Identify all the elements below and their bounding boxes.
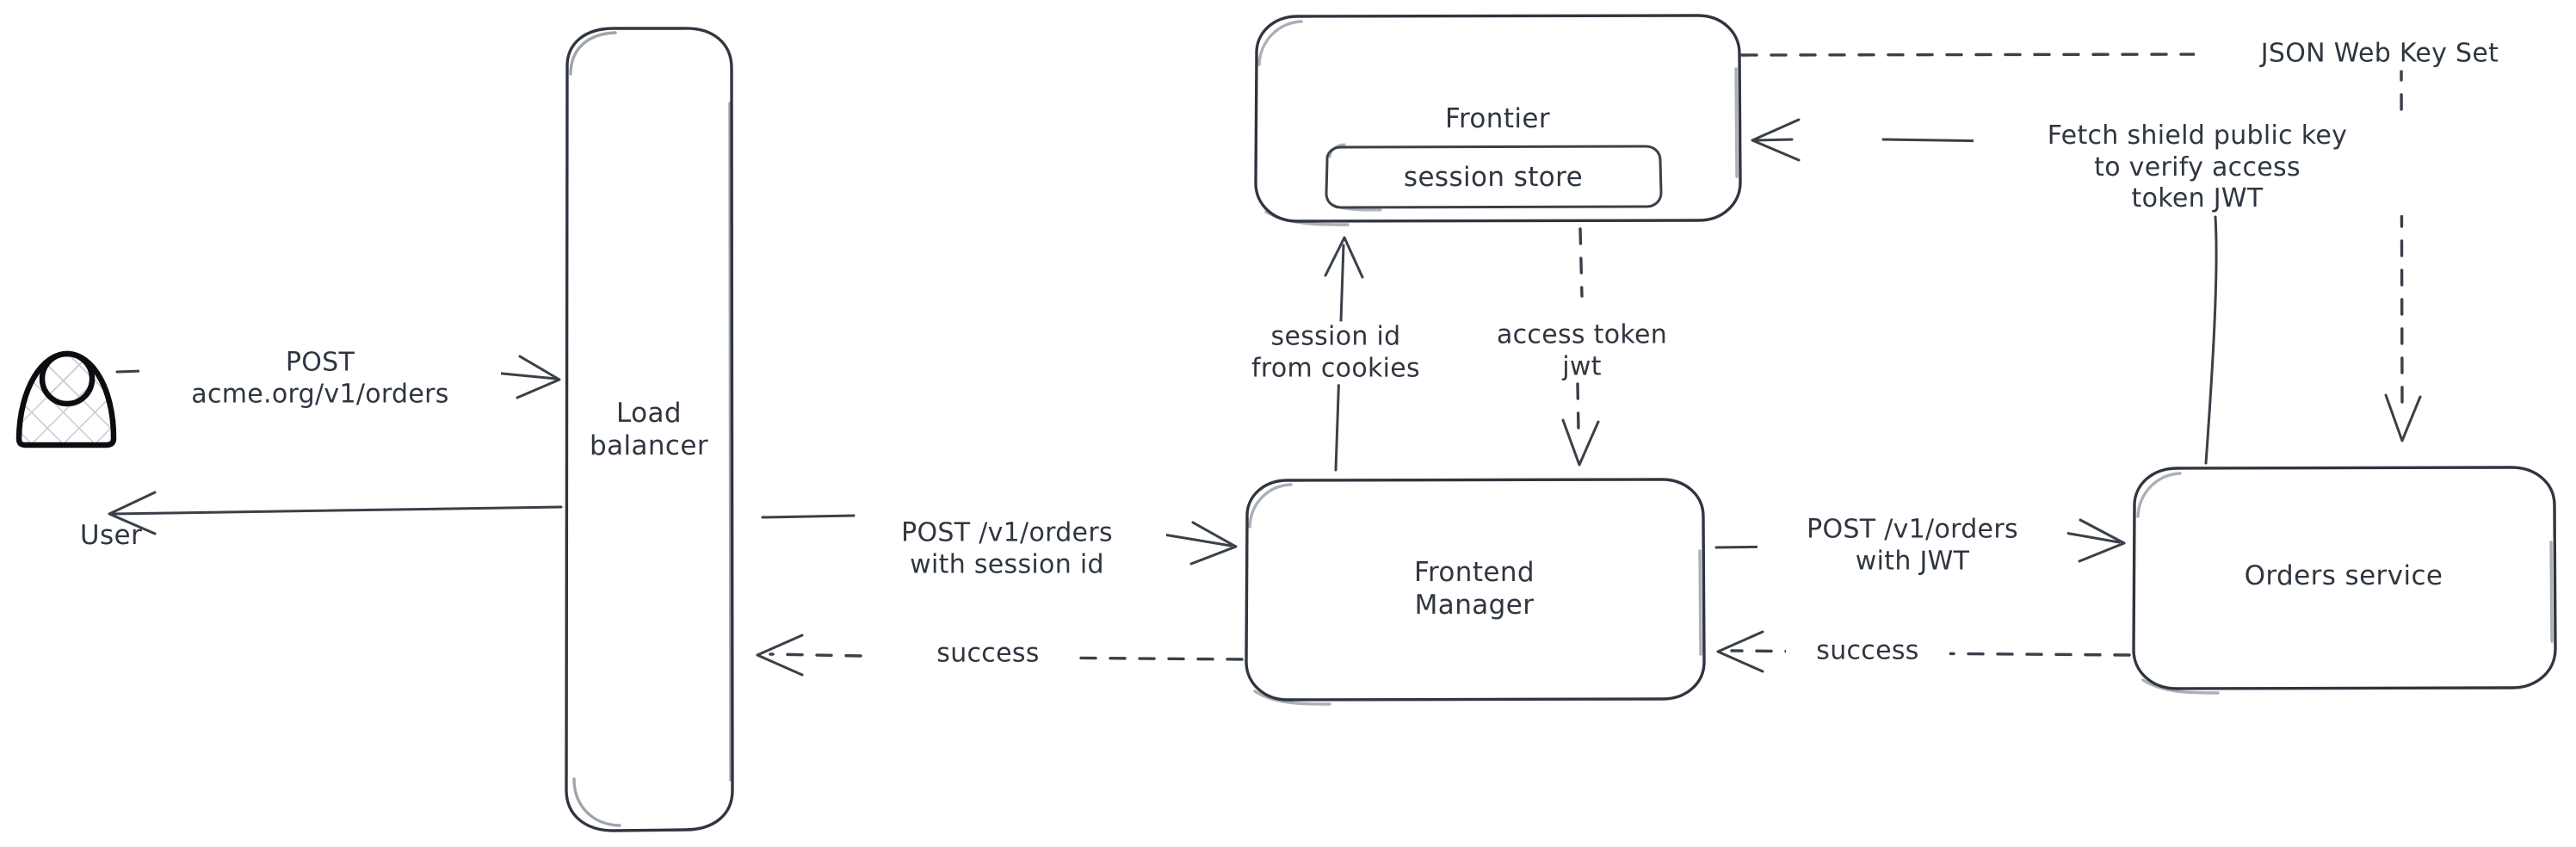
session-store-node[interactable] <box>1325 143 1663 212</box>
edge-frontier-to-frontend-manager <box>1561 227 1600 467</box>
edge-frontend-manager-to-frontier <box>1324 236 1364 472</box>
edge-frontend-manager-to-load-balancer <box>756 634 1244 677</box>
orders-service-node[interactable] <box>2132 466 2557 695</box>
edge-frontend-manager-to-orders-service <box>1714 518 2126 563</box>
frontend-manager-node[interactable] <box>1245 478 1706 706</box>
edge-orders-service-to-frontier <box>1751 118 2218 465</box>
edge-user-to-load-balancer <box>115 355 561 399</box>
user-person-icon <box>15 350 117 448</box>
edge-orders-service-to-frontend-manager <box>1716 630 2131 673</box>
edge-load-balancer-to-user <box>108 491 563 535</box>
load-balancer-node[interactable] <box>565 27 734 832</box>
edge-load-balancer-to-frontend-manager <box>761 514 1238 566</box>
edge-frontier-to-orders-service <box>1740 53 2422 442</box>
